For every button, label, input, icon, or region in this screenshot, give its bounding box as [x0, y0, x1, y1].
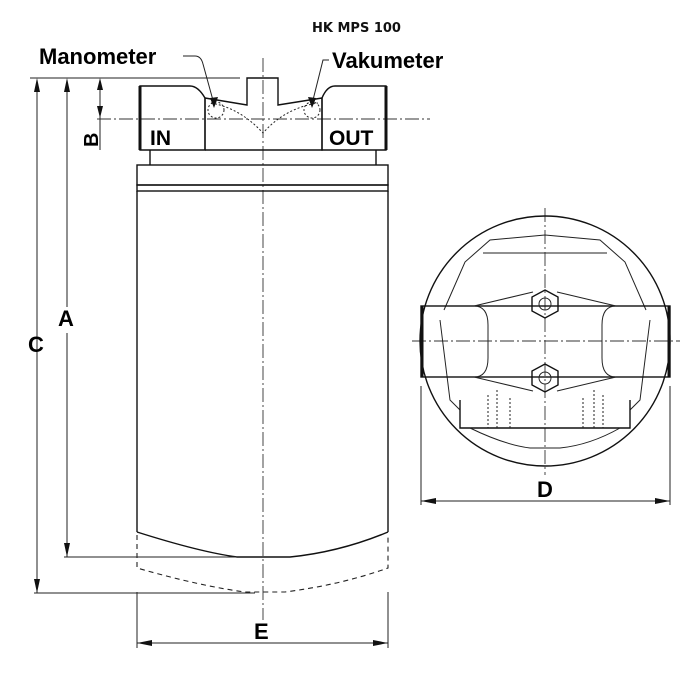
- head-neck: [149, 150, 377, 165]
- manometer-callout: Manometer: [39, 44, 157, 69]
- vakumeter-callout: Vakumeter: [332, 48, 444, 73]
- dimension-d: D: [420, 386, 671, 505]
- dimension-e-label: E: [254, 619, 269, 644]
- dimension-a: A: [58, 78, 237, 558]
- bowl-rim: [136, 164, 389, 186]
- outlet-port-label: OUT: [329, 127, 374, 150]
- filter-head-body: [204, 77, 323, 151]
- vakumeter-leader-arrow: [308, 97, 316, 108]
- manometer-hex-port: [531, 289, 559, 319]
- filter-bowl: [136, 191, 389, 593]
- dimension-c: C: [28, 77, 255, 594]
- vakumeter-leader: [311, 59, 329, 105]
- dimension-a-label: A: [58, 306, 74, 331]
- port-bar: [420, 291, 671, 392]
- side-view: C A B E IN OUT: [28, 44, 444, 648]
- manometer-leader-arrow: [210, 97, 218, 108]
- bowl-rim-lower: [136, 184, 389, 192]
- dimension-b-label: B: [81, 133, 103, 147]
- drawing-title: HK MPS 100: [312, 21, 401, 36]
- dimension-c-label: C: [28, 332, 44, 357]
- top-view: D: [412, 208, 680, 505]
- mounting-block: [459, 390, 631, 449]
- dimension-d-label: D: [537, 477, 553, 502]
- head-outline-top: [443, 234, 647, 311]
- manometer-leader: [183, 55, 215, 105]
- internal-channel: [210, 102, 319, 134]
- head-side-edges: [439, 319, 651, 411]
- dimension-b: B: [81, 78, 103, 150]
- vakumeter-hex-port: [531, 363, 559, 393]
- inlet-port-label: IN: [150, 127, 171, 150]
- dimension-e: E: [136, 592, 389, 648]
